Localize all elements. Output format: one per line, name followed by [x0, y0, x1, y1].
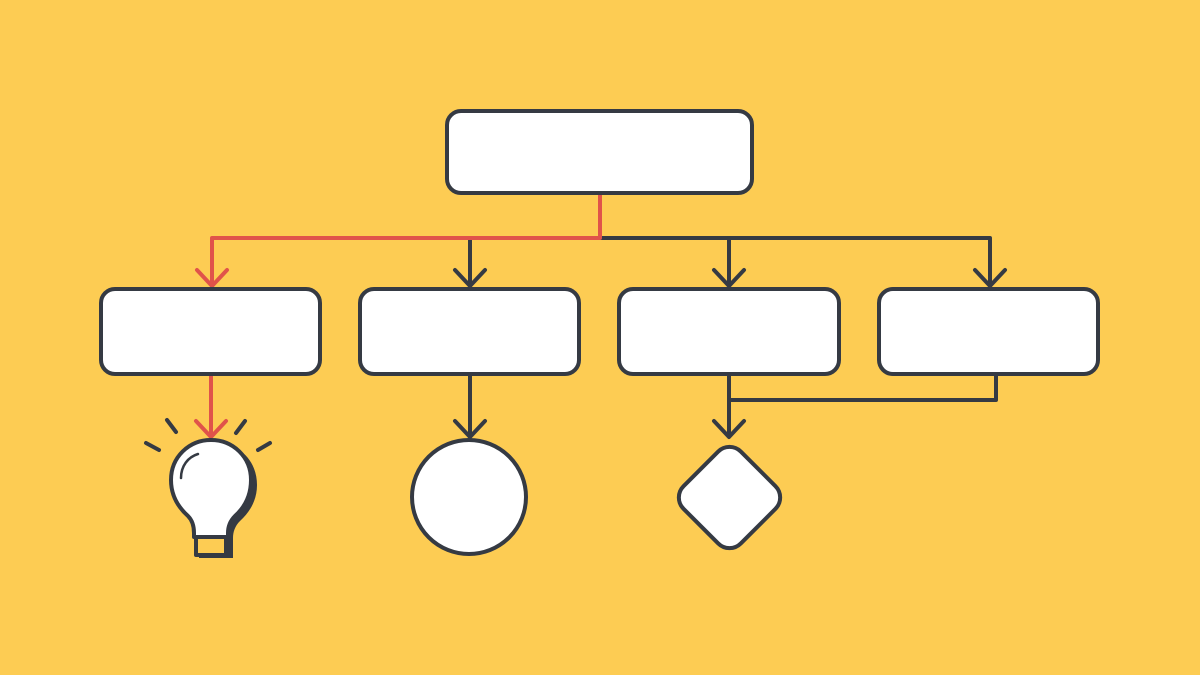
connector-root-to-child-1	[210, 192, 602, 285]
arrowhead-end	[453, 419, 487, 439]
decision-diamond	[676, 444, 783, 551]
arrowhead-idea	[194, 419, 228, 439]
lightbulb-icon	[144, 418, 272, 558]
child-box-1	[99, 287, 322, 376]
arrowhead-decision	[712, 419, 746, 439]
lightbulb-rays	[144, 418, 272, 452]
end-circle	[410, 438, 528, 556]
connector-child-4-to-decision	[727, 372, 998, 402]
arrowhead-child-1	[195, 268, 229, 288]
child-box-4	[877, 287, 1100, 376]
lightbulb-base	[194, 535, 228, 557]
lightbulb-glare	[179, 452, 200, 480]
root-box	[445, 109, 754, 195]
arrowhead-child-2	[453, 268, 487, 288]
arrowhead-child-4	[973, 268, 1007, 288]
child-box-2	[358, 287, 581, 376]
child-box-3	[617, 287, 841, 376]
arrowhead-child-3	[712, 268, 746, 288]
